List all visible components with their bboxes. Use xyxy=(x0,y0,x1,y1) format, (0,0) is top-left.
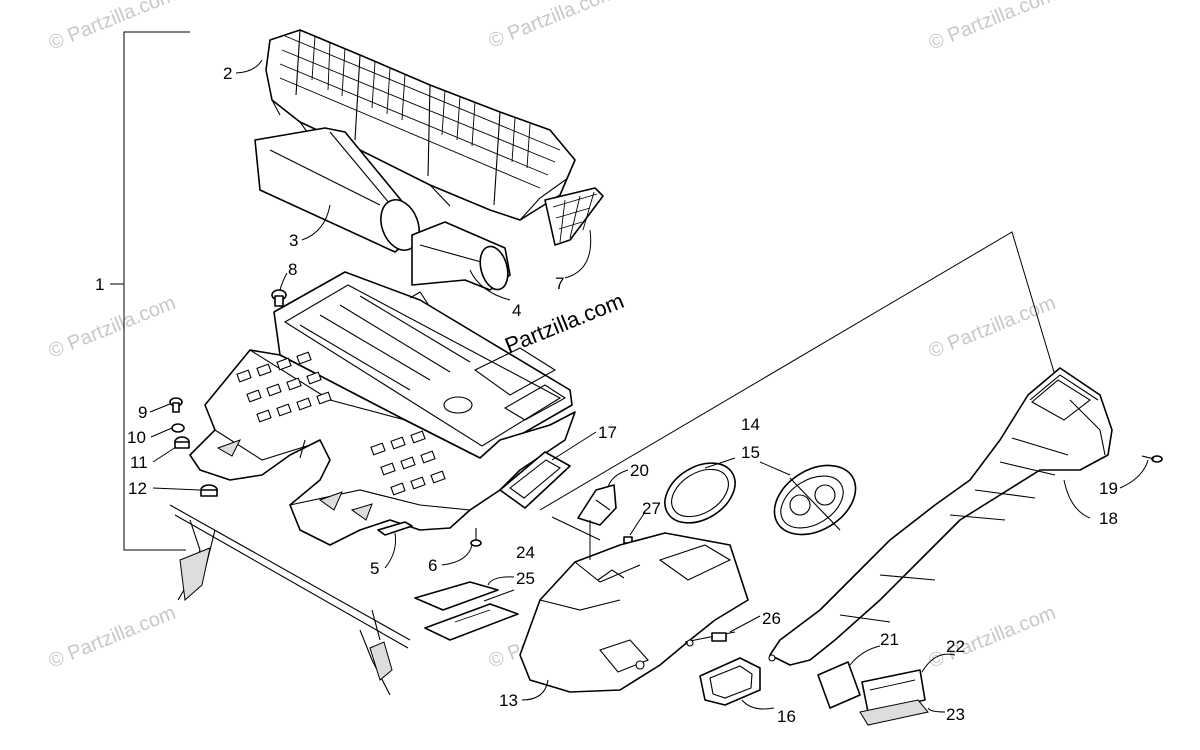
watermark-top-right: © Partzilla.com xyxy=(926,0,1059,55)
reference-frame xyxy=(169,504,411,696)
part-4-duct-tube[interactable] xyxy=(411,221,512,293)
assembly-bracket xyxy=(110,31,190,551)
part-16-gasket[interactable] xyxy=(699,657,761,706)
callout-26[interactable]: 26 xyxy=(762,609,781,628)
callout-8[interactable]: 8 xyxy=(288,260,297,279)
callout-5[interactable]: 5 xyxy=(370,559,379,578)
part-23-pad[interactable] xyxy=(859,699,929,726)
callout-22[interactable]: 22 xyxy=(946,637,965,656)
callout-23[interactable]: 23 xyxy=(946,705,965,724)
callout-7[interactable]: 7 xyxy=(555,274,564,293)
part-21-pad[interactable] xyxy=(817,661,861,709)
part-11-nut[interactable] xyxy=(174,436,190,449)
callout-12[interactable]: 12 xyxy=(128,479,147,498)
part-10-washer[interactable] xyxy=(171,423,185,433)
part-7-screen[interactable] xyxy=(544,187,604,246)
callout-4[interactable]: 4 xyxy=(512,301,521,320)
part-8-fastener[interactable] xyxy=(271,289,287,307)
part-6-screw[interactable] xyxy=(470,528,482,547)
part-14-filter[interactable] xyxy=(654,451,746,535)
part-13-lower-airbox[interactable] xyxy=(519,532,749,693)
callout-13[interactable]: 13 xyxy=(499,691,518,710)
watermark-mid-right: © Partzilla.com xyxy=(926,292,1059,363)
watermark-top-left: © Partzilla.com xyxy=(46,0,179,55)
watermark-mid-left: © Partzilla.com xyxy=(46,292,179,363)
callout-17[interactable]: 17 xyxy=(598,423,617,442)
callout-2[interactable]: 2 xyxy=(223,64,232,83)
callout-25[interactable]: 25 xyxy=(516,569,535,588)
part-9-screw[interactable] xyxy=(169,397,183,413)
callout-10[interactable]: 10 xyxy=(127,428,146,447)
callout-24[interactable]: 24 xyxy=(516,543,535,562)
part-2-silencer-top[interactable] xyxy=(265,29,576,221)
part-5-strip[interactable] xyxy=(377,521,413,536)
callout-18[interactable]: 18 xyxy=(1099,509,1118,528)
callout-15[interactable]: 15 xyxy=(741,443,760,462)
callout-21[interactable]: 21 xyxy=(880,630,899,649)
part-1-base-pan[interactable] xyxy=(189,349,576,546)
callout-27[interactable]: 27 xyxy=(642,499,661,518)
assembly-lines xyxy=(539,231,1061,541)
part-18-duct[interactable] xyxy=(768,367,1113,666)
callout-16[interactable]: 16 xyxy=(777,707,796,726)
part-25-pad[interactable] xyxy=(424,603,519,641)
callout-labels: 1 2 3 4 5 6 7 8 9 10 11 12 13 14 15 16 1… xyxy=(95,64,1118,726)
callout-3[interactable]: 3 xyxy=(289,231,298,250)
part-17-gasket[interactable] xyxy=(499,451,571,509)
part-12-grommet[interactable] xyxy=(200,484,218,497)
watermark-bottom-left: © Partzilla.com xyxy=(46,602,179,673)
callout-11[interactable]: 11 xyxy=(130,453,148,472)
watermark-top-middle: © Partzilla.com xyxy=(486,0,619,53)
callout-20[interactable]: 20 xyxy=(630,461,649,480)
part-3-duct-tube[interactable] xyxy=(254,127,426,256)
part-24-pad[interactable] xyxy=(414,581,499,611)
callout-14[interactable]: 14 xyxy=(741,415,760,434)
callout-19[interactable]: 19 xyxy=(1099,479,1118,498)
callout-6[interactable]: 6 xyxy=(428,556,437,575)
leader-lines xyxy=(149,59,1149,713)
part-20-clip[interactable] xyxy=(577,484,617,526)
part-15-filter-housing[interactable] xyxy=(762,451,868,549)
callout-9[interactable]: 9 xyxy=(138,403,147,422)
callout-1[interactable]: 1 xyxy=(95,275,104,294)
part-26-clamp[interactable] xyxy=(684,631,736,647)
part-19-screw[interactable] xyxy=(1141,455,1163,463)
